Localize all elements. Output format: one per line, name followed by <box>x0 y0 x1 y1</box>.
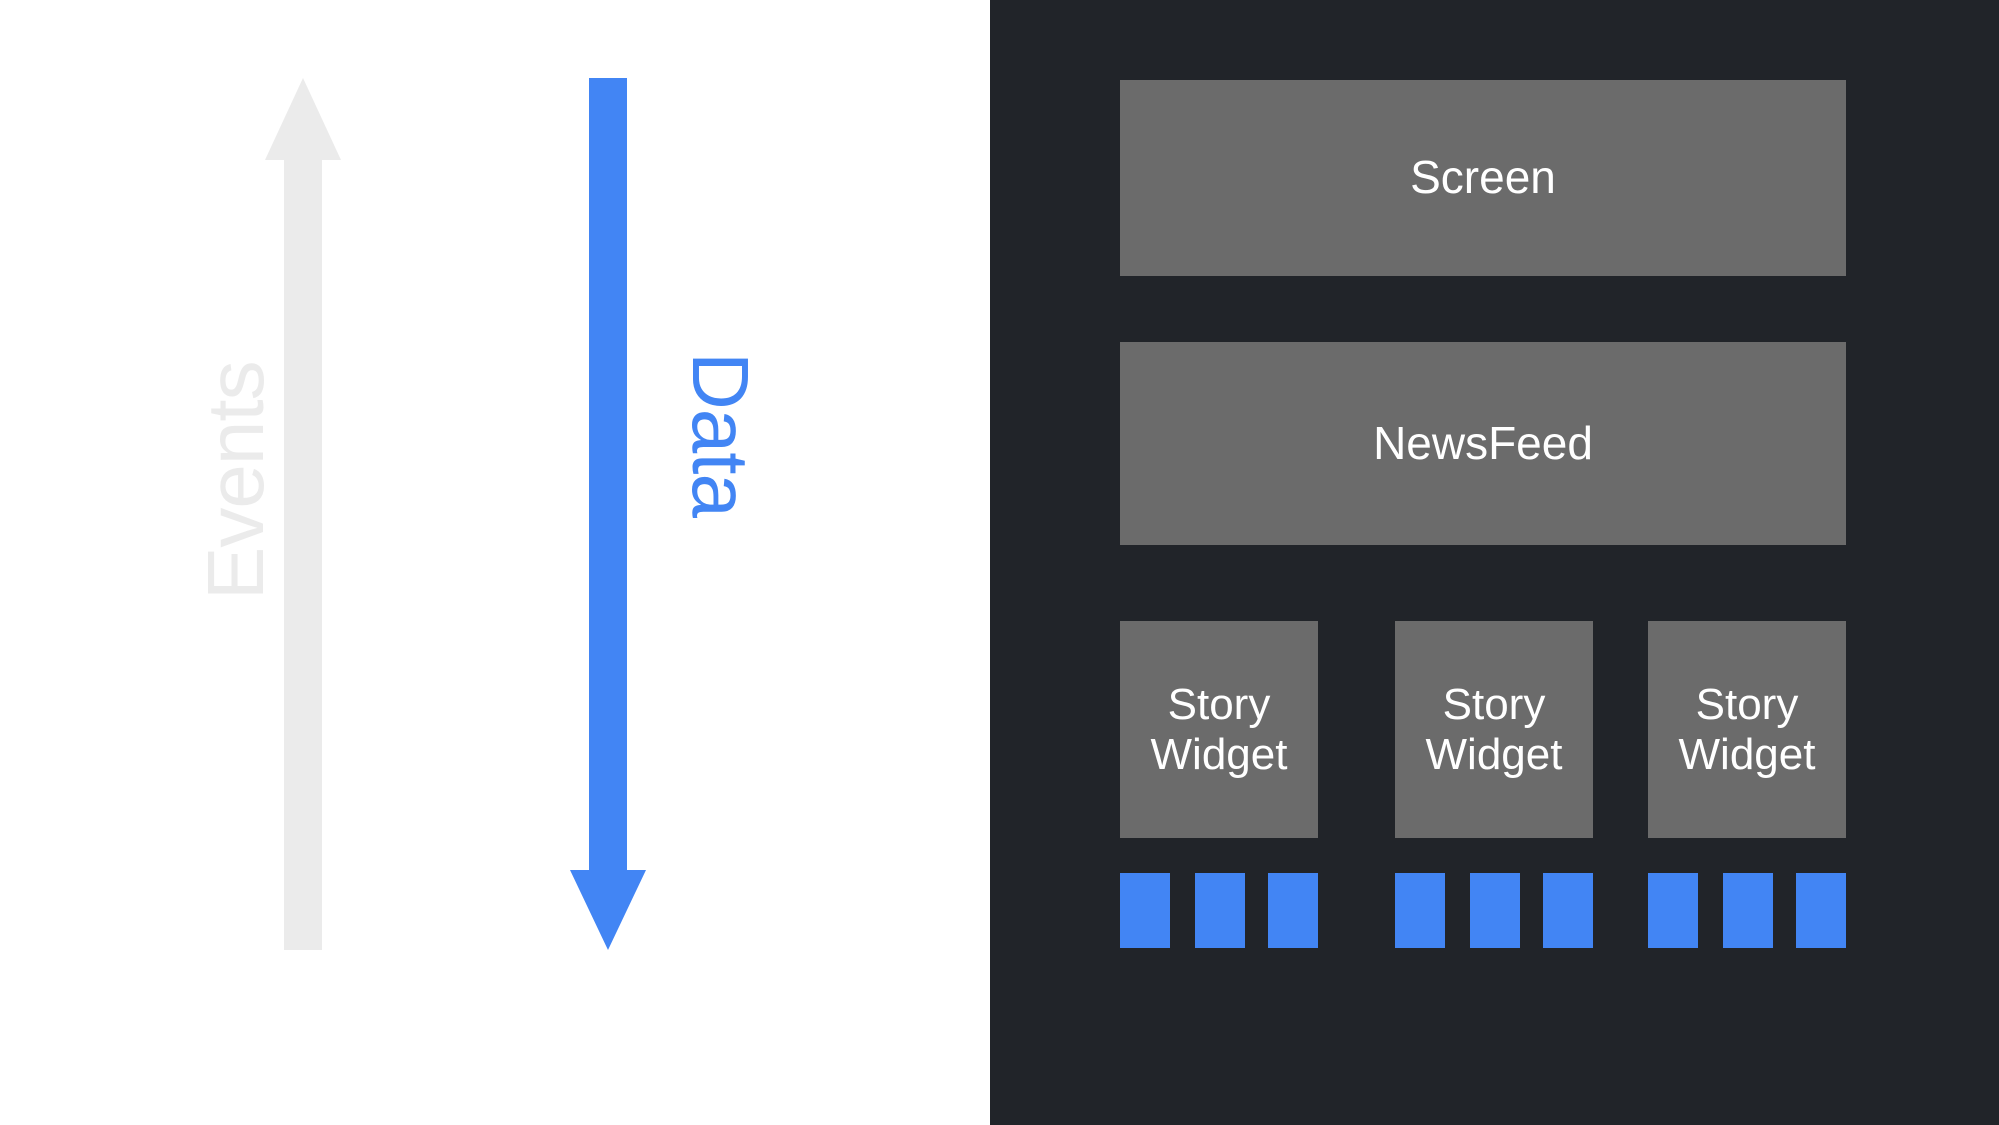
story-widget-label-line1: Story <box>1442 680 1546 730</box>
leaf-block[interactable] <box>1723 873 1773 948</box>
story-widget-label-line1: Story <box>1695 680 1799 730</box>
arrow-up-icon <box>265 78 341 950</box>
node-newsfeed[interactable]: NewsFeed <box>1120 342 1846 545</box>
story-widget-label-line1: Story <box>1167 680 1271 730</box>
story-widget-label: Story Widget <box>1151 680 1288 779</box>
leaf-block[interactable] <box>1796 873 1846 948</box>
leaf-block[interactable] <box>1543 873 1593 948</box>
node-screen[interactable]: Screen <box>1120 80 1846 276</box>
leaf-block[interactable] <box>1395 873 1445 948</box>
story-widget-label-line2: Widget <box>1678 729 1816 779</box>
story-widget-label: Story Widget <box>1679 680 1816 779</box>
widget-tree-panel: Screen NewsFeed Story Widget Story Widge… <box>990 0 1999 1125</box>
leaf-block[interactable] <box>1648 873 1698 948</box>
flow-axes-panel: Events Data <box>0 0 990 1125</box>
node-story-widget[interactable]: Story Widget <box>1120 621 1318 838</box>
leaf-block[interactable] <box>1195 873 1245 948</box>
story-widget-label-line2: Widget <box>1150 729 1288 779</box>
leaf-block[interactable] <box>1268 873 1318 948</box>
events-axis-label: Events <box>191 361 280 600</box>
node-story-widget[interactable]: Story Widget <box>1395 621 1593 838</box>
story-widget-label: Story Widget <box>1426 680 1563 779</box>
leaf-block[interactable] <box>1120 873 1170 948</box>
node-story-widget[interactable]: Story Widget <box>1648 621 1846 838</box>
data-axis-label: Data <box>676 352 765 517</box>
arrow-down-icon <box>570 78 646 950</box>
leaf-block[interactable] <box>1470 873 1520 948</box>
story-widget-label-line2: Widget <box>1425 729 1563 779</box>
